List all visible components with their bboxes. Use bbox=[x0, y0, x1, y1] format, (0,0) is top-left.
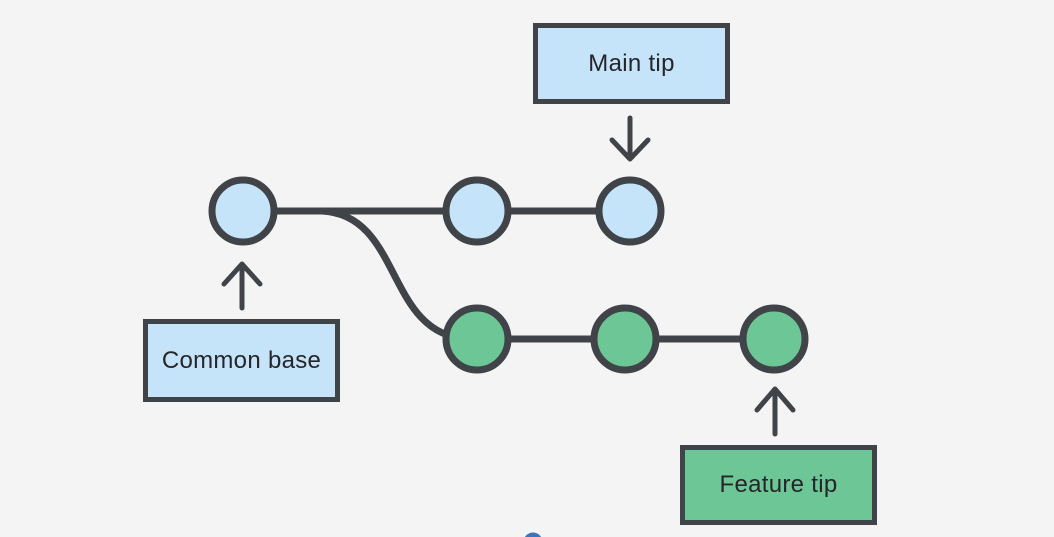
common-base-label-box: Common base bbox=[143, 319, 340, 402]
arrow-head bbox=[754, 386, 796, 413]
feature-tip-label: Feature tip bbox=[719, 471, 838, 498]
commit-node-main-1 bbox=[208, 176, 278, 246]
commit-node-main-3 bbox=[595, 176, 665, 246]
bottom-blue-dot bbox=[524, 532, 542, 537]
arrow-head bbox=[221, 261, 263, 287]
main-tip-label: Main tip bbox=[588, 49, 675, 77]
commit-node-feature-1 bbox=[442, 304, 512, 374]
up-arrow-feature-tip bbox=[754, 386, 796, 437]
down-arrow-main-tip bbox=[609, 115, 651, 162]
feature-tip-label-box: Feature tip bbox=[680, 445, 877, 525]
arrow-head bbox=[609, 137, 651, 162]
commit-node-feature-2 bbox=[590, 304, 660, 374]
common-base-label: Common base bbox=[161, 346, 322, 374]
up-arrow-common-base bbox=[221, 261, 263, 311]
commit-node-feature-3 bbox=[739, 304, 809, 374]
commit-node-main-2 bbox=[442, 176, 512, 246]
main-tip-label-box: Main tip bbox=[533, 23, 730, 104]
